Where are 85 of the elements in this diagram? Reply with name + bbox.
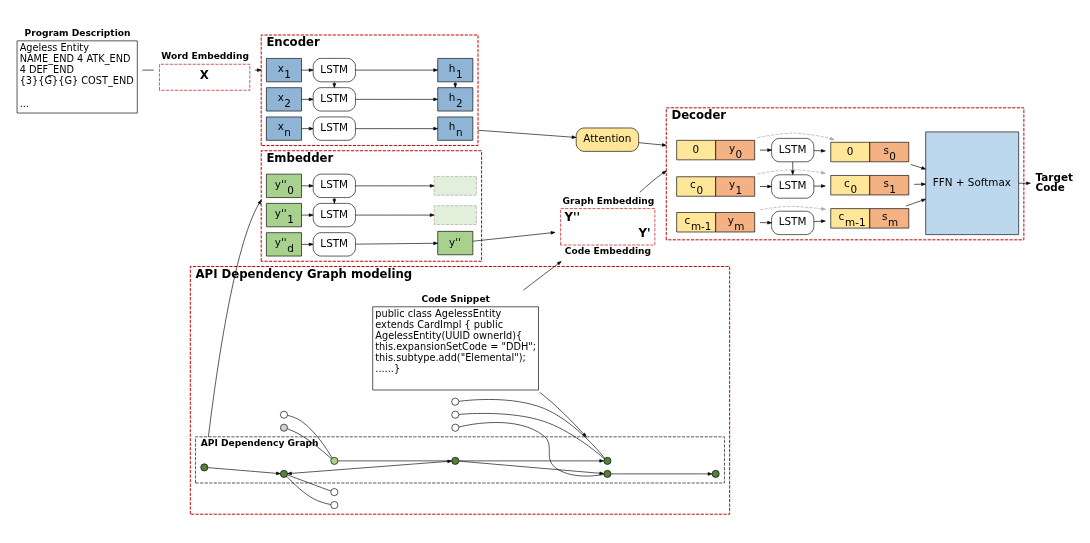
node-label: Graph Embedding (562, 195, 655, 206)
node-circle (711, 469, 720, 478)
arrow (453, 81, 457, 88)
node-circle (330, 456, 339, 465)
arrow (207, 466, 281, 475)
arrow (332, 81, 337, 88)
arrow (759, 220, 772, 224)
arrow (208, 199, 262, 437)
node-box: Ageless Entity NAME_END 4 ATK_END 4 DEF_END {3}{G}{G} COST_END ... (16, 40, 138, 113)
arrow (301, 242, 314, 246)
arrow (639, 170, 667, 193)
connector (286, 475, 331, 505)
arrow (458, 458, 604, 463)
arrow (910, 163, 926, 170)
arrow (472, 230, 556, 242)
cluster: API Dependency Graph (195, 435, 725, 483)
arrow (759, 205, 826, 210)
node-text: Target Code (1035, 170, 1073, 193)
arrow (813, 219, 826, 223)
node-box: X (159, 63, 251, 91)
node-circle (603, 469, 612, 478)
arrow (301, 67, 314, 72)
arrow (757, 132, 835, 140)
node-circle (280, 410, 288, 419)
arrow (759, 184, 772, 188)
arrow (332, 196, 337, 204)
connector (287, 428, 332, 459)
node-circle (603, 456, 612, 465)
node-label: Code Snippet (421, 293, 490, 304)
arrow (254, 67, 262, 72)
connector (458, 398, 606, 459)
node-circle (200, 463, 209, 471)
node-box: LSTM (312, 231, 356, 256)
node-circle (280, 423, 288, 432)
arrow (523, 260, 562, 290)
arrow (539, 391, 587, 437)
node-label: Code Embedding (564, 245, 652, 256)
arrow (638, 141, 667, 147)
arrow (791, 161, 795, 175)
node-box (433, 175, 477, 196)
node-box: LSTM (771, 137, 815, 162)
arrow (757, 168, 826, 174)
arrow (355, 126, 438, 130)
node-box: LSTM (312, 202, 356, 227)
node-box: Attention (575, 127, 639, 152)
arrow (301, 126, 314, 130)
node-circle (330, 500, 339, 509)
node-box: LSTM (771, 173, 815, 199)
arrow (1018, 181, 1031, 185)
node-box: LSTM (312, 116, 356, 141)
node-box: y'' (437, 230, 474, 255)
arrow (355, 241, 438, 245)
connector (287, 474, 332, 491)
node-box: FFN + Softmax (925, 131, 1019, 235)
node-circle (451, 423, 460, 432)
connector (287, 414, 333, 458)
arrow (301, 212, 314, 217)
node-box (433, 204, 477, 225)
arrow (355, 212, 435, 217)
arrow (301, 97, 314, 101)
arrow (355, 97, 438, 101)
arrow (813, 148, 826, 152)
node-box: LSTM (771, 210, 815, 235)
arrow (913, 182, 926, 186)
arrow (477, 129, 577, 139)
node-box: LSTM (312, 86, 356, 111)
node-circle (280, 469, 288, 478)
arrow (813, 183, 826, 188)
arrow (905, 198, 926, 206)
arrow (301, 183, 314, 188)
arrow (759, 147, 772, 152)
node-box: Y'' Y' (560, 207, 656, 245)
node-circle (330, 487, 339, 496)
node-label: Program Description (24, 27, 131, 38)
arrow (355, 67, 438, 72)
node-label: Word Embedding (161, 50, 249, 61)
node-circle (451, 456, 460, 465)
node-circle (451, 410, 460, 419)
connector (458, 412, 605, 459)
arrow (610, 471, 713, 476)
node-box: public class AgelessEntity extends CardImpl { public AgelessEntity(UUID ownerId){ this.expansionSetCode = "DDH"; this.subtype.add("Elemental"); ......} (372, 305, 539, 390)
arrow (355, 183, 435, 188)
connector (458, 421, 605, 476)
arrow (458, 460, 604, 475)
node-circle (451, 397, 460, 406)
